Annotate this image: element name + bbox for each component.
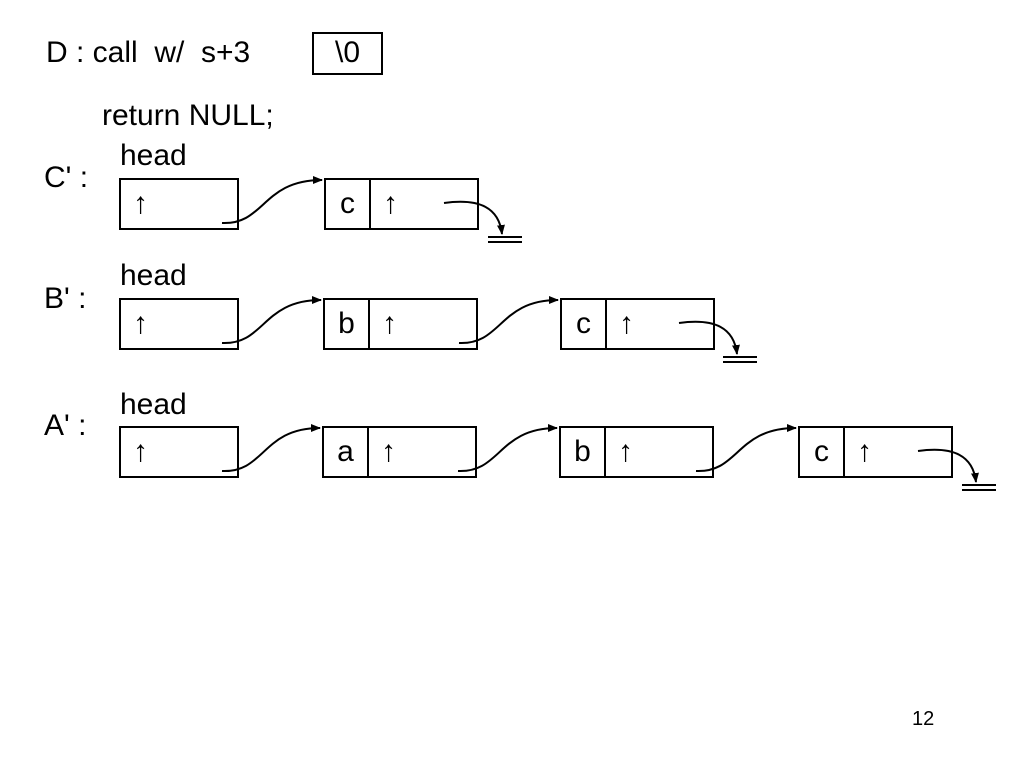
list-node: c ↑: [560, 298, 715, 350]
head-pointer-box: ↑: [119, 178, 239, 230]
pointer-arrow-icon: ↑: [133, 435, 148, 468]
return-line: return NULL;: [102, 99, 274, 132]
pointer-arrow-icon: ↑: [619, 307, 634, 340]
row-label-b-prime: B' :: [44, 282, 87, 315]
row-label-c-prime: C' :: [44, 161, 89, 194]
node-data-field: c: [326, 180, 371, 228]
null-ground-icon: [723, 356, 757, 363]
pointer-arrow-icon: ↑: [857, 435, 872, 468]
row-label-a-prime: A' :: [44, 409, 87, 442]
head-pointer-box: ↑: [119, 426, 239, 478]
pointer-arrow-icon: ↑: [381, 435, 396, 468]
call-line: D : call w/ s+3: [46, 36, 251, 69]
node-data-field: c: [800, 428, 845, 476]
list-node: c ↑: [798, 426, 953, 478]
node-data-field: c: [562, 300, 607, 348]
list-node: a ↑: [322, 426, 477, 478]
head-label: head: [120, 139, 187, 172]
pointer-arrow-icon: ↑: [133, 187, 148, 220]
null-ground-icon: [962, 484, 996, 491]
head-pointer-box: ↑: [119, 298, 239, 350]
node-data-field: a: [324, 428, 369, 476]
null-ground-icon: [488, 236, 522, 243]
pointer-arrow-icon: ↑: [383, 187, 398, 220]
null-terminator-box: \0: [312, 32, 383, 75]
list-node: c ↑: [324, 178, 479, 230]
pointer-arrow-icon: ↑: [618, 435, 633, 468]
node-data-field: b: [325, 300, 370, 348]
pointer-arrow-icon: ↑: [382, 307, 397, 340]
list-node: b ↑: [323, 298, 478, 350]
head-label: head: [120, 259, 187, 292]
page-number: 12: [912, 708, 935, 730]
pointer-arrow-icon: ↑: [133, 307, 148, 340]
node-data-field: b: [561, 428, 606, 476]
head-label: head: [120, 388, 187, 421]
list-node: b ↑: [559, 426, 714, 478]
